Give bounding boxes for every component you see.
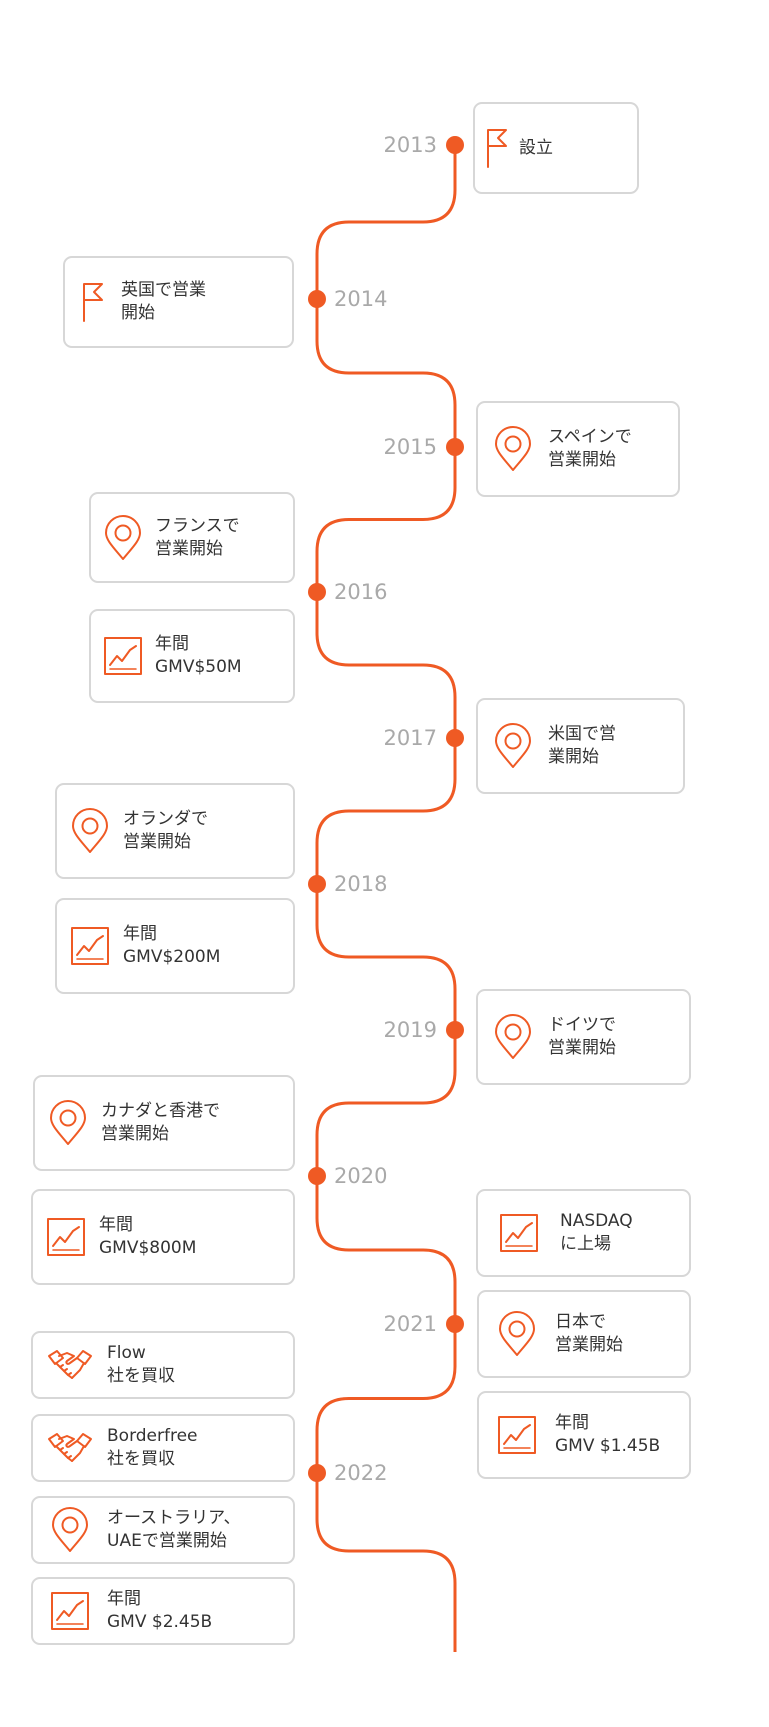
event-card: 年間 GMV$800M: [31, 1189, 295, 1285]
year-label-2020: 2020: [334, 1164, 388, 1188]
year-dot-2017: [446, 729, 464, 747]
event-label: スペインで 営業開始: [548, 427, 632, 470]
event-card: 年間 GMV $2.45B: [31, 1577, 295, 1645]
event-card: ドイツで 営業開始: [476, 989, 691, 1085]
trend-chart-icon: [479, 1415, 555, 1455]
trend-chart-icon: [33, 1591, 107, 1631]
year-dot-2015: [446, 438, 464, 456]
event-label: 年間 GMV$50M: [155, 634, 242, 677]
handshake-icon: [33, 1431, 107, 1465]
event-card: 年間 GMV$200M: [55, 898, 295, 994]
event-label: 英国で営業 開始: [121, 280, 206, 323]
year-label-2018: 2018: [334, 872, 388, 896]
event-label: 日本で 営業開始: [555, 1312, 623, 1355]
year-dot-2020: [308, 1167, 326, 1185]
location-pin-icon: [478, 426, 548, 472]
event-label: Flow 社を買収: [107, 1343, 175, 1386]
event-label: ドイツで 営業開始: [548, 1015, 616, 1058]
location-pin-icon: [479, 1311, 555, 1357]
event-label: オーストラリア、 UAEで営業開始: [107, 1508, 241, 1551]
event-card: 英国で営業 開始: [63, 256, 294, 348]
year-label-2021: 2021: [383, 1312, 437, 1336]
event-card: 日本で 営業開始: [477, 1290, 691, 1378]
event-card: NASDAQ に上場: [476, 1189, 691, 1277]
event-label: フランスで 営業開始: [155, 515, 240, 559]
event-label: NASDAQ に上場: [560, 1211, 633, 1254]
year-label-2013: 2013: [383, 133, 437, 157]
year-dot-2022: [308, 1464, 326, 1482]
year-label-2015: 2015: [383, 435, 437, 459]
event-card: 設立: [473, 102, 639, 194]
event-card: 年間 GMV $1.45B: [477, 1391, 691, 1479]
trend-chart-icon: [91, 636, 155, 676]
flag-icon: [65, 281, 121, 323]
event-label: カナダと香港で 営業開始: [101, 1101, 220, 1144]
event-card: フランスで 営業開始: [89, 492, 295, 583]
flag-icon: [475, 127, 519, 169]
event-card: 年間 GMV$50M: [89, 609, 295, 703]
handshake-icon: [33, 1348, 107, 1382]
year-dot-2013: [446, 136, 464, 154]
event-card: Borderfree 社を買収: [31, 1414, 295, 1482]
year-dot-2016: [308, 583, 326, 601]
event-label: 設立: [519, 137, 553, 158]
event-card: 米国で営 業開始: [476, 698, 685, 794]
timeline-line: [315, 145, 457, 1652]
trend-chart-icon: [57, 926, 123, 966]
event-label: 年間 GMV $1.45B: [555, 1413, 661, 1456]
event-label: 米国で営 業開始: [548, 724, 616, 767]
event-label: オランダで 営業開始: [123, 809, 208, 852]
year-label-2014: 2014: [334, 287, 388, 311]
event-label: 年間 GMV $2.45B: [107, 1589, 213, 1632]
trend-chart-icon: [478, 1213, 560, 1253]
location-pin-icon: [35, 1100, 101, 1146]
year-label-2017: 2017: [383, 726, 437, 750]
location-pin-icon: [33, 1507, 107, 1553]
year-label-2016: 2016: [334, 580, 388, 604]
trend-chart-icon: [33, 1217, 99, 1257]
location-pin-icon: [478, 723, 548, 769]
event-card: カナダと香港で 営業開始: [33, 1075, 295, 1171]
event-card: オーストラリア、 UAEで営業開始: [31, 1496, 295, 1564]
year-label-2019: 2019: [383, 1018, 437, 1042]
year-label-2022: 2022: [334, 1461, 388, 1485]
event-card: スペインで 営業開始: [476, 401, 680, 497]
event-label: 年間 GMV$200M: [123, 924, 221, 967]
event-card: オランダで 営業開始: [55, 783, 295, 879]
year-dot-2021: [446, 1315, 464, 1333]
location-pin-icon: [478, 1014, 548, 1060]
year-dot-2018: [308, 875, 326, 893]
year-dot-2014: [308, 290, 326, 308]
year-dot-2019: [446, 1021, 464, 1039]
event-label: Borderfree 社を買収: [107, 1426, 198, 1469]
event-card: Flow 社を買収: [31, 1331, 295, 1399]
event-label: 年間 GMV$800M: [99, 1215, 197, 1258]
location-pin-icon: [91, 514, 155, 561]
location-pin-icon: [57, 808, 123, 854]
